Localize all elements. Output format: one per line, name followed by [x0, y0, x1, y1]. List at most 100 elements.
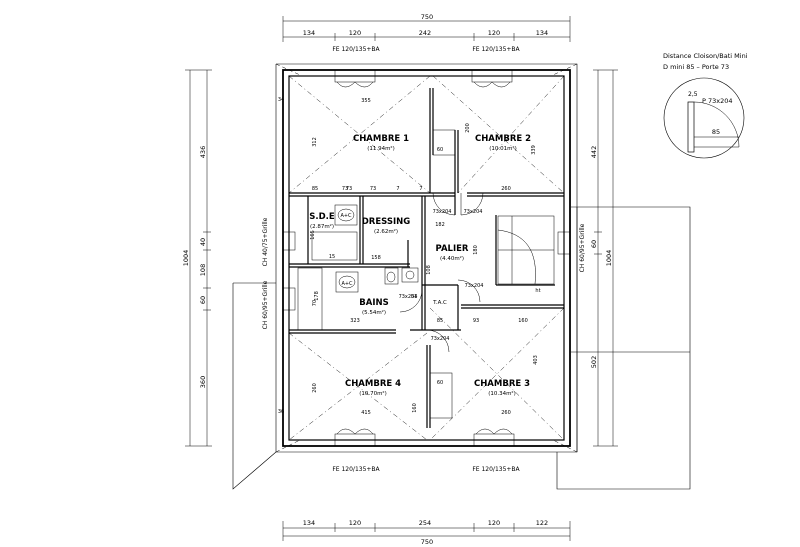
dim-160: 160 [518, 318, 528, 324]
dim-ch3-h: 403 [533, 355, 539, 365]
dim-73: 73 [346, 186, 352, 192]
dim-right-seg-3: 502 [590, 356, 598, 368]
room-area-chambre2: (10.01m²) [489, 145, 517, 152]
room-name-tac: T.A.C [432, 300, 447, 306]
roof-outline [232, 63, 691, 490]
dim-hall-3: 73 [370, 186, 376, 192]
exterior-walls [282, 69, 571, 447]
dim-85: 85 [437, 318, 443, 324]
fixture-label-ac1: A+C [340, 213, 352, 219]
dim-palier-v: 180 [473, 245, 479, 255]
dim-hall-5: 260 [501, 186, 511, 192]
dim-ch3-w: 260 [501, 410, 511, 416]
door-clearance-legend: Distance Cloison/Bati Mini D mini 85 – P… [663, 52, 748, 159]
dim-bains-h: 178 [314, 291, 320, 301]
dim-15: 15 [329, 254, 335, 260]
windows [282, 69, 571, 447]
dim-left-seg-2: 40 [199, 238, 207, 246]
window-label-bottom-left: FE 120/135+BA [332, 466, 380, 473]
room-name-chambre1: CHAMBRE 1 [353, 134, 409, 144]
door-label-4: 73x204 [431, 336, 450, 342]
dim-closet-60b: 60 [437, 380, 443, 386]
bottom-dimensions [282, 521, 571, 541]
dim-70: 70 [312, 300, 318, 306]
dim-top-seg-1: 134 [303, 29, 315, 37]
dim-ch2-h: 339 [531, 145, 537, 155]
room-area-dressing: (2.62m²) [374, 228, 398, 235]
room-name-chambre3: CHAMBRE 3 [474, 379, 530, 389]
room-area-chambre4: (10.70m²) [359, 390, 387, 397]
legend-label-25: 2,5 [688, 91, 698, 98]
dim-160b: 160 [412, 403, 418, 413]
window-label-top-right: FE 120/135+BA [472, 46, 520, 53]
dim-sde-h: 165 [310, 230, 316, 240]
dim-ch1-width: 355 [361, 98, 371, 104]
doors [399, 192, 484, 353]
room-name-palier: PALIER [436, 244, 469, 254]
dim-palier-h: 182 [435, 222, 445, 228]
room-name-sde: S.D.E [309, 212, 335, 222]
dim-ch2-w: 200 [465, 123, 471, 133]
dim-bottom-seg-4: 120 [488, 519, 500, 527]
door-label-1: 73x204 [433, 209, 452, 215]
dim-ch4-w: 415 [361, 410, 371, 416]
dim-34: 34 [278, 97, 284, 103]
interior-dimension-texts: 355 312 200 339 85 73 73 7 260 60 165 15… [278, 97, 539, 416]
fixtures [311, 204, 419, 293]
dim-bottom-total: 750 [421, 538, 433, 546]
dim-ch4-h: 260 [312, 383, 318, 393]
top-dimensions [282, 16, 571, 42]
room-labels: CHAMBRE 1 (11.94m²) CHAMBRE 2 (10.01m²) … [309, 134, 531, 397]
window-label-left-upper: CH 40/75+Grille [262, 217, 269, 266]
dim-hall-4: 7 [419, 186, 422, 192]
room-name-chambre2: CHAMBRE 2 [475, 134, 531, 144]
dim-right-seg-1: 442 [590, 146, 598, 158]
dim-108: 108 [426, 265, 432, 275]
dim-top-seg-2: 120 [349, 29, 361, 37]
dim-left-seg-3: 108 [199, 264, 207, 276]
door-label-5: 73x204 [399, 294, 418, 300]
window-label-right: CH 60/95+Grille [579, 223, 586, 272]
room-name-dressing: DRESSING [362, 217, 411, 227]
room-area-sde: (2.87m²) [310, 223, 334, 230]
right-dimensions [593, 69, 618, 447]
dim-top-seg-3: 242 [419, 29, 431, 37]
dim-closet-60a: 60 [437, 147, 443, 153]
left-dimensions [185, 69, 212, 447]
fixture-label-ac2: A+C [341, 281, 353, 287]
dim-bottom-seg-3: 254 [419, 519, 431, 527]
legend-label-p: P 73x204 [702, 97, 733, 105]
dim-51: 51 [411, 294, 417, 300]
legend-line-1: Distance Cloison/Bati Mini [663, 52, 748, 60]
dim-bottom-seg-1: 134 [303, 519, 315, 527]
dim-left-seg-4: 60 [199, 296, 207, 304]
legend-line-2: D mini 85 – Porte 73 [663, 63, 729, 71]
dim-right-seg-2: 60 [590, 240, 598, 248]
dim-bottom-seg-5: 122 [536, 519, 548, 527]
dim-93: 93 [473, 318, 479, 324]
room-name-chambre4: CHAMBRE 4 [345, 379, 401, 389]
dim-left-seg-5: 360 [199, 376, 207, 388]
dim-bains-w: 323 [350, 318, 360, 324]
dim-right-outer: 1004 [605, 250, 613, 267]
dim-dress-w: 158 [371, 255, 381, 261]
room-area-bains: (5.54m²) [362, 309, 386, 316]
legend-label-85: 85 [712, 128, 720, 136]
dim-top-seg-5: 134 [536, 29, 548, 37]
room-name-bains: BAINS [359, 298, 388, 308]
dim-ch1-height: 312 [312, 137, 318, 147]
fixture-label-misc: ht [535, 288, 540, 294]
dim-7: 7 [396, 186, 399, 192]
dim-36: 36 [278, 409, 284, 415]
dim-top-seg-4: 120 [488, 29, 500, 37]
window-label-left-lower: CH 60/95+Grille [262, 280, 269, 329]
legend-circle [663, 77, 745, 159]
dim-hall-1: 85 [312, 186, 318, 192]
dim-top-total: 750 [421, 13, 433, 21]
door-label-3: 73x204 [465, 283, 484, 289]
dim-left-outer: 1004 [182, 250, 190, 267]
room-area-chambre3: (10.34m²) [488, 390, 516, 397]
room-area-palier: (4.40m²) [440, 255, 464, 262]
window-label-bottom-right: FE 120/135+BA [472, 466, 520, 473]
